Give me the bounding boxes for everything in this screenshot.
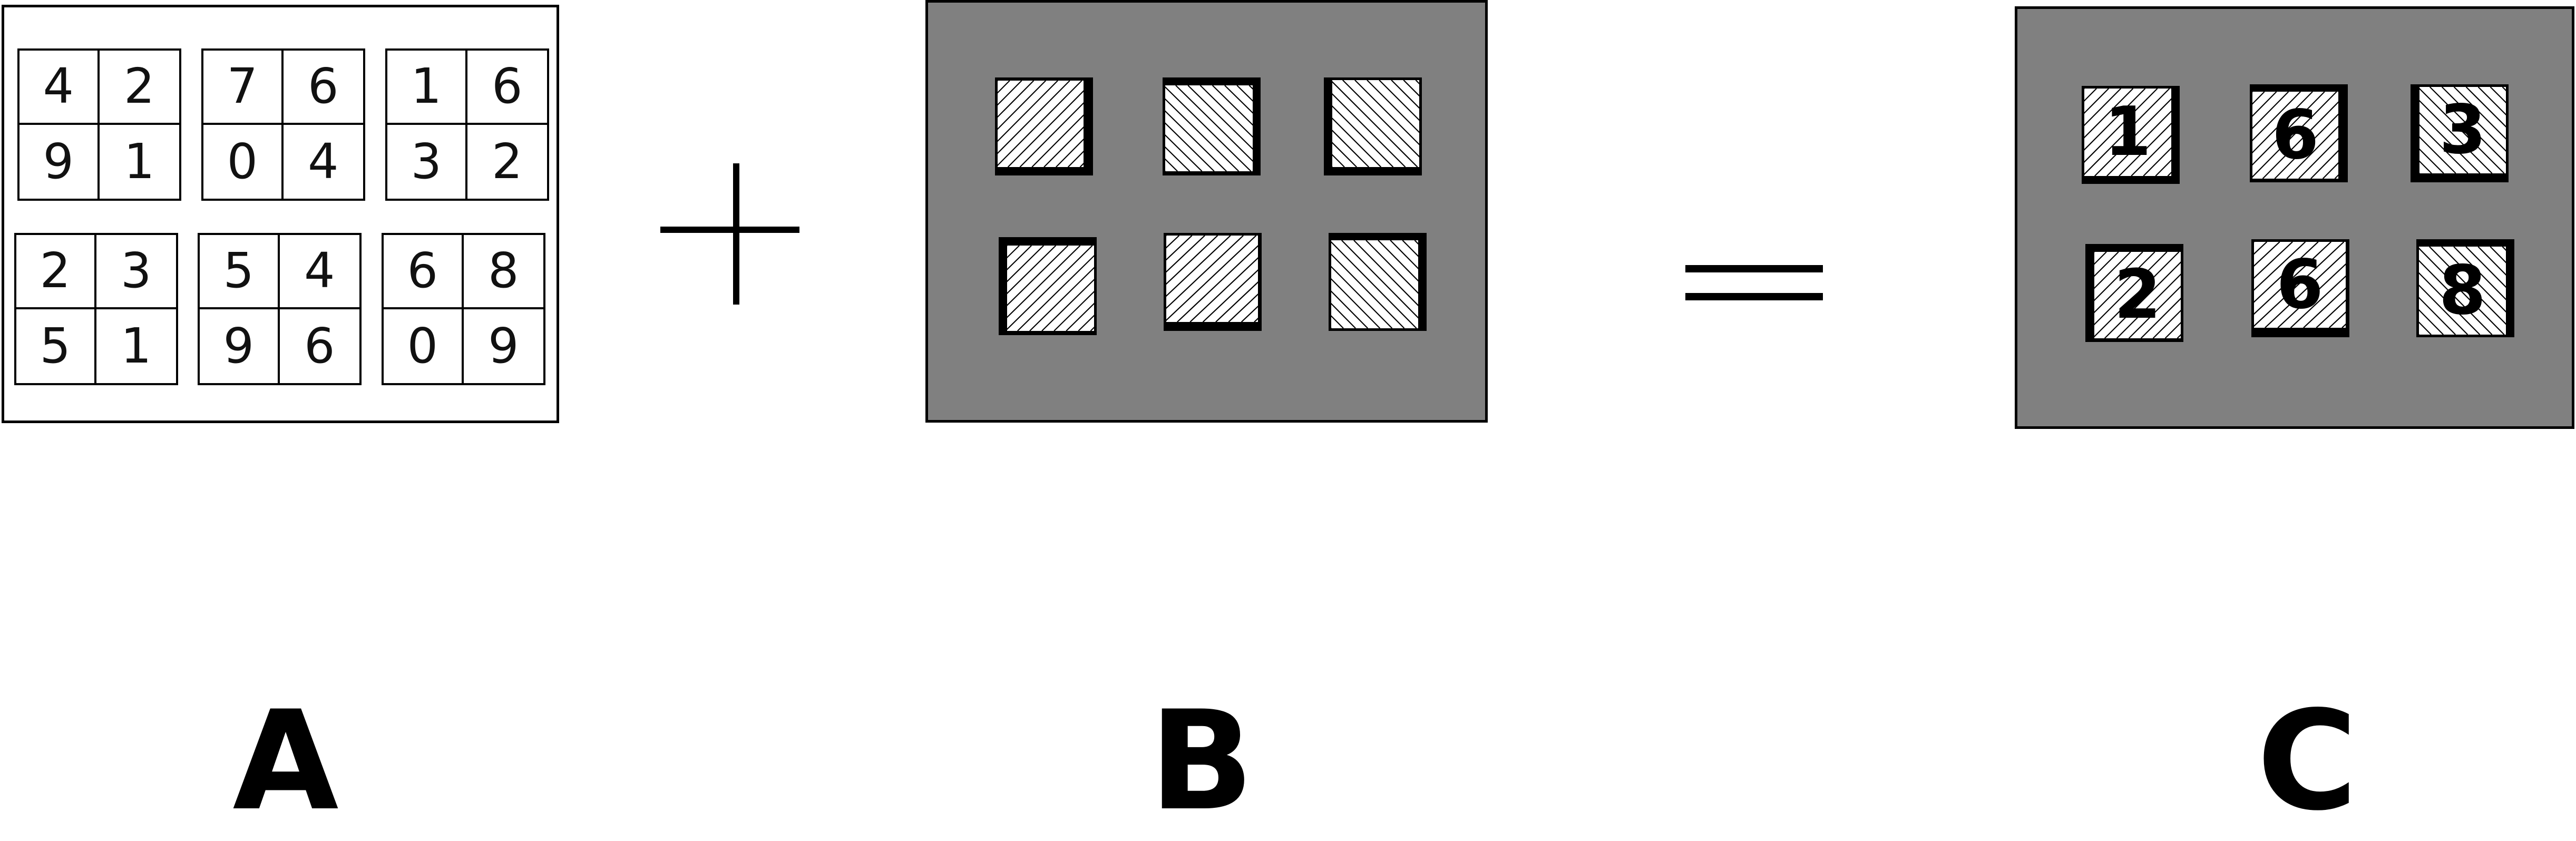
hatched-tile	[1163, 77, 1261, 175]
digit-cell: 8	[463, 235, 543, 309]
digit-cell: 9	[19, 124, 100, 199]
numbered-tile: 6	[2250, 84, 2348, 182]
digit-cell: 6	[283, 51, 363, 125]
numbered-tile: 8	[2416, 239, 2514, 337]
hatch-pattern	[2254, 242, 2346, 328]
hatch-pattern	[2094, 252, 2181, 338]
numbered-tile: 6	[2251, 239, 2349, 337]
digit-grid-box: 5 4 9 6	[198, 233, 362, 385]
digit-cell: 2	[16, 235, 96, 309]
digit-cell: 2	[99, 51, 179, 125]
equals-top-bar	[1685, 265, 1823, 272]
digit-cell: 0	[203, 124, 284, 199]
hatch-pattern	[1332, 80, 1419, 167]
digit-cell: 7	[203, 51, 284, 125]
label-b: B	[1149, 682, 1254, 841]
digit-cell: 3	[96, 235, 176, 309]
label-a: A	[232, 682, 339, 841]
digit-grid-box: 4 2 9 1	[17, 48, 181, 201]
digit-cell: 9	[200, 309, 280, 383]
digit-cell: 4	[279, 235, 359, 309]
digit-grid-box: 2 3 5 1	[14, 233, 178, 385]
digit-cell: 1	[120, 317, 152, 374]
tile-number: 6	[2271, 95, 2319, 174]
digit-cell: 6	[384, 235, 464, 309]
digit-cell: 1	[123, 133, 155, 190]
digit-cell: 6	[304, 317, 335, 374]
hatch-pattern	[2084, 89, 2171, 176]
digit-cell: 2	[491, 133, 523, 190]
numbered-tile: 2	[2085, 244, 2183, 342]
hatch-pattern	[2252, 92, 2338, 179]
label-c: C	[2257, 682, 2358, 841]
digit-cell: 3	[387, 124, 467, 199]
hatched-tile	[1164, 233, 1262, 331]
digit-grid-box: 1 6 3 2	[385, 48, 549, 201]
panel-c-numbered-tiles: 1 6 3 2 6 8	[2015, 6, 2574, 429]
tile-number: 8	[2438, 251, 2486, 330]
hatch-pattern	[1165, 85, 1253, 171]
digit-cell: 9	[487, 317, 519, 374]
digit-cell: 0	[384, 309, 464, 383]
hatched-tile	[995, 77, 1093, 175]
numbered-tile: 3	[2411, 84, 2509, 182]
tile-number: 1	[2104, 93, 2152, 171]
digit-cell: 6	[467, 51, 547, 125]
digit-cell: 5	[16, 309, 96, 383]
hatch-pattern	[2419, 247, 2506, 335]
tile-number: 3	[2439, 91, 2486, 169]
digit-grid-box: 6 8 0 9	[382, 233, 545, 385]
plus-vertical-stroke	[733, 163, 739, 305]
hatch-pattern	[1331, 240, 1418, 328]
hatch-pattern	[2419, 87, 2506, 173]
equals-bottom-bar	[1685, 293, 1823, 300]
hatch-pattern	[998, 81, 1084, 167]
hatch-pattern	[1166, 236, 1258, 322]
digit-cell: 4	[307, 133, 339, 190]
digit-cell: 4	[19, 51, 100, 125]
panel-b-hatched-tiles	[925, 0, 1488, 423]
plus-horizontal-stroke	[660, 227, 799, 233]
digit-cell: 1	[387, 51, 467, 125]
hatched-tile	[1329, 233, 1427, 331]
tile-number: 6	[2276, 245, 2324, 324]
tile-number: 2	[2114, 256, 2161, 334]
hatched-tile	[1324, 77, 1422, 175]
hatch-pattern	[1007, 246, 1094, 331]
hatched-tile	[999, 237, 1097, 335]
panel-a-digit-grids: 4 2 9 1 7 6 0 4 1 6 3 2 2 3 5 1 5 4 9 6 …	[2, 5, 559, 423]
numbered-tile: 1	[2082, 86, 2180, 184]
digit-grid-box: 7 6 0 4	[201, 48, 365, 201]
digit-cell: 5	[200, 235, 280, 309]
